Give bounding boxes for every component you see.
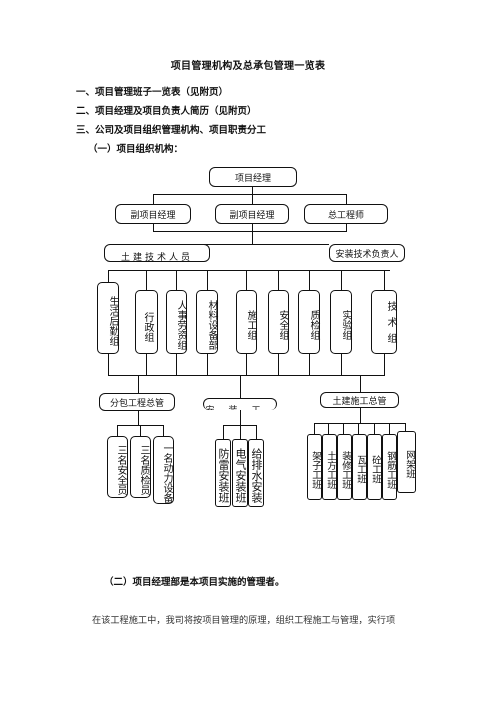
connector bbox=[246, 354, 247, 375]
connector bbox=[108, 375, 385, 376]
org-group-logistics: 生活后勤组 bbox=[97, 282, 119, 354]
connector bbox=[360, 408, 361, 424]
connector bbox=[314, 423, 315, 434]
org-team-rebar: 钢筋工班 bbox=[382, 434, 397, 500]
heading-4: （一）项目组织机构： bbox=[88, 144, 184, 155]
org-team-plumbing: 给排水安装 bbox=[248, 439, 264, 507]
connector bbox=[108, 270, 109, 282]
connector bbox=[176, 354, 177, 375]
connector bbox=[360, 375, 361, 392]
connector bbox=[153, 224, 154, 232]
org-node-install-manager: 安装工 bbox=[203, 398, 277, 410]
connector bbox=[145, 244, 329, 245]
section-2-heading: （二）项目经理部是本项目实施的管理者。 bbox=[104, 577, 285, 588]
org-node-chief-engineer: 总工程师 bbox=[304, 204, 388, 224]
connector bbox=[343, 423, 344, 434]
connector bbox=[138, 411, 139, 426]
connector bbox=[153, 194, 346, 195]
org-team-decoration: 装修工班 bbox=[337, 434, 352, 500]
org-team-concrete: 砼工班 bbox=[367, 434, 382, 500]
org-node-civil-manager: 土建施工总管 bbox=[320, 392, 399, 408]
connector bbox=[138, 375, 139, 393]
connector bbox=[176, 270, 177, 290]
org-team-electrical: 电气安装班 bbox=[232, 439, 248, 507]
heading-2: 二、项目经理及项目负责人简历（见附页） bbox=[76, 106, 257, 117]
connector bbox=[163, 425, 164, 436]
org-team-lightning: 防雷安装班 bbox=[215, 439, 231, 507]
org-team-space-frame: 网架班 bbox=[397, 431, 416, 493]
connector bbox=[309, 354, 310, 375]
connector bbox=[108, 354, 109, 375]
connector bbox=[252, 194, 253, 204]
connector bbox=[309, 270, 310, 290]
body-paragraph: 在该工程施工中，我司将按项目管理的原理，组织工程施工与管理，实行项 bbox=[92, 615, 396, 626]
org-group-safety: 安全组 bbox=[268, 290, 289, 354]
org-staff-quality-inspectors: 三名质检员 bbox=[130, 436, 151, 498]
org-group-construction: 施工组 bbox=[236, 290, 257, 354]
connector bbox=[246, 270, 247, 290]
org-node-project-manager: 项目经理 bbox=[209, 167, 297, 187]
connector bbox=[405, 423, 406, 431]
org-node-civil-tech: 土建技术人员 bbox=[104, 244, 210, 262]
connector bbox=[223, 425, 256, 426]
connector bbox=[240, 375, 241, 398]
connector bbox=[153, 194, 154, 204]
connector bbox=[146, 270, 147, 290]
connector bbox=[240, 410, 241, 426]
connector bbox=[346, 224, 347, 232]
connector bbox=[207, 354, 208, 375]
org-team-earthwork: 土方工班 bbox=[322, 434, 337, 500]
connector bbox=[252, 224, 253, 232]
org-staff-power-equipment: 一名动力设备 bbox=[153, 436, 174, 504]
connector bbox=[389, 423, 390, 434]
connector bbox=[384, 354, 385, 375]
heading-1: 一、项目管理班子一览表（见附页） bbox=[76, 87, 229, 98]
connector bbox=[256, 425, 257, 439]
org-group-admin: 行政组 bbox=[135, 290, 158, 354]
connector bbox=[223, 425, 224, 439]
connector bbox=[252, 186, 253, 195]
connector bbox=[146, 354, 147, 375]
connector bbox=[153, 231, 346, 232]
connector bbox=[117, 425, 118, 436]
connector bbox=[240, 425, 241, 439]
connector bbox=[328, 423, 329, 434]
connector bbox=[252, 231, 253, 244]
org-node-deputy-pm-2: 副项目经理 bbox=[215, 204, 289, 224]
org-node-subcontract-manager: 分包工程总管 bbox=[99, 393, 175, 411]
connector bbox=[278, 354, 279, 375]
org-team-scaffold: 架子工班 bbox=[307, 434, 322, 500]
connector bbox=[314, 423, 406, 424]
connector bbox=[207, 270, 208, 290]
org-group-qc: 质检组 bbox=[298, 290, 320, 354]
org-staff-safety-officers: 三名安全员 bbox=[107, 436, 128, 498]
heading-3: 三、公司及项目组织管理机构、项目职责分工 bbox=[76, 125, 267, 136]
connector bbox=[278, 270, 279, 290]
org-group-materials: 材料设备部 bbox=[196, 290, 218, 354]
org-node-deputy-pm-1: 副项目经理 bbox=[115, 204, 191, 224]
connector bbox=[108, 270, 390, 271]
connector bbox=[341, 354, 342, 375]
connector bbox=[384, 270, 385, 290]
document-title: 项目管理机构及总承包管理一览表 bbox=[170, 61, 326, 72]
org-team-masonry: 瓦工班 bbox=[352, 434, 367, 500]
org-group-hr: 人事劳资组 bbox=[166, 290, 187, 354]
connector bbox=[374, 423, 375, 434]
connector bbox=[140, 425, 141, 436]
connector bbox=[358, 423, 359, 434]
org-group-lab: 实验组 bbox=[330, 290, 352, 354]
connector bbox=[341, 270, 342, 290]
org-node-install-tech-lead: 安装技术负责人 bbox=[329, 244, 405, 262]
org-group-tech: 技术组 bbox=[371, 290, 397, 354]
connector bbox=[346, 194, 347, 204]
